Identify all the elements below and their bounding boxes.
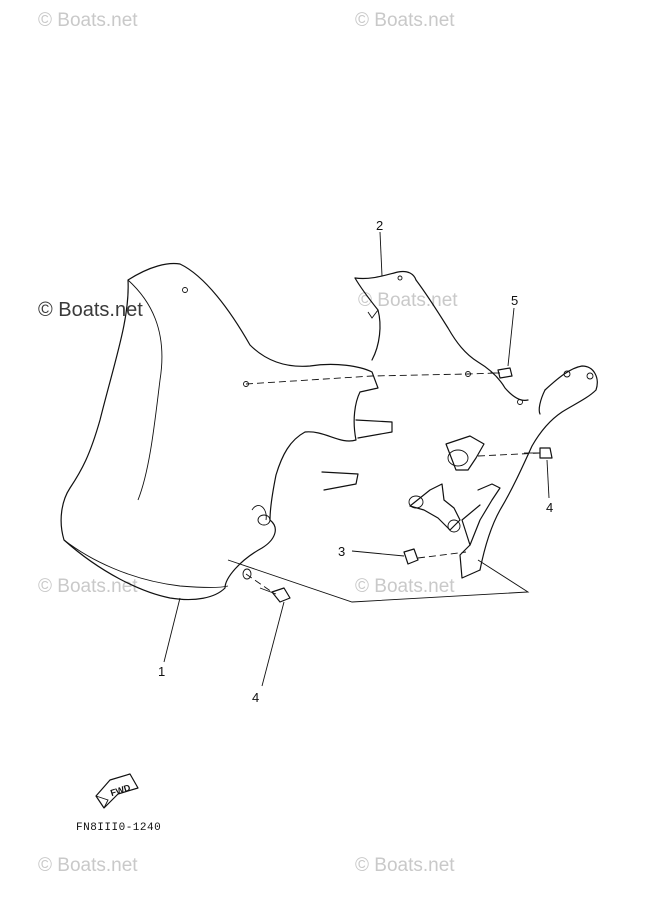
- callout-part-2: 2: [376, 218, 383, 233]
- leader-part-4-right: [546, 459, 550, 499]
- watermark-mid-left: © Boats.net: [38, 576, 138, 597]
- callout-part-4-right: 4: [546, 500, 553, 515]
- figure-code: FN8III0-1240: [76, 822, 162, 834]
- leader-part-1: [163, 597, 181, 663]
- reference-plane: [227, 559, 530, 603]
- watermark-mid-right: © Boats.net: [355, 576, 455, 597]
- grommet-part: [403, 548, 419, 565]
- fwd-label: FWD: [109, 782, 132, 798]
- watermark-top-right: © Boats.net: [355, 10, 455, 31]
- watermark-upper-left: © Boats.net: [38, 299, 143, 321]
- bolt-part-4-left: [259, 587, 291, 603]
- leader-part-5: [507, 307, 515, 367]
- watermark-bottom-right: © Boats.net: [355, 855, 455, 876]
- callout-part-5: 5: [511, 293, 518, 308]
- assembly-line-upper: [245, 372, 499, 385]
- callout-part-3: 3: [338, 544, 345, 559]
- callout-part-1: 1: [158, 664, 165, 679]
- fwd-arrow-icon: FWD: [95, 773, 139, 809]
- leader-part-4-left: [261, 601, 285, 687]
- leader-part-3: [351, 550, 405, 557]
- upper-rear-panel: [354, 270, 529, 405]
- watermark-upper-right: © Boats.net: [358, 290, 458, 311]
- leader-part-2: [379, 231, 383, 277]
- assembly-line-middle: [477, 452, 541, 457]
- watermark-bottom-left: © Boats.net: [38, 855, 138, 876]
- watermark-top-left: © Boats.net: [38, 10, 138, 31]
- rear-bracket-assembly: [321, 365, 598, 579]
- mount-hole-upper: [243, 381, 249, 387]
- assembly-line-lower: [245, 573, 273, 593]
- assembly-line-grommet: [417, 551, 467, 559]
- hull-cover-panel: [60, 262, 379, 601]
- callout-part-4-left: 4: [252, 690, 259, 705]
